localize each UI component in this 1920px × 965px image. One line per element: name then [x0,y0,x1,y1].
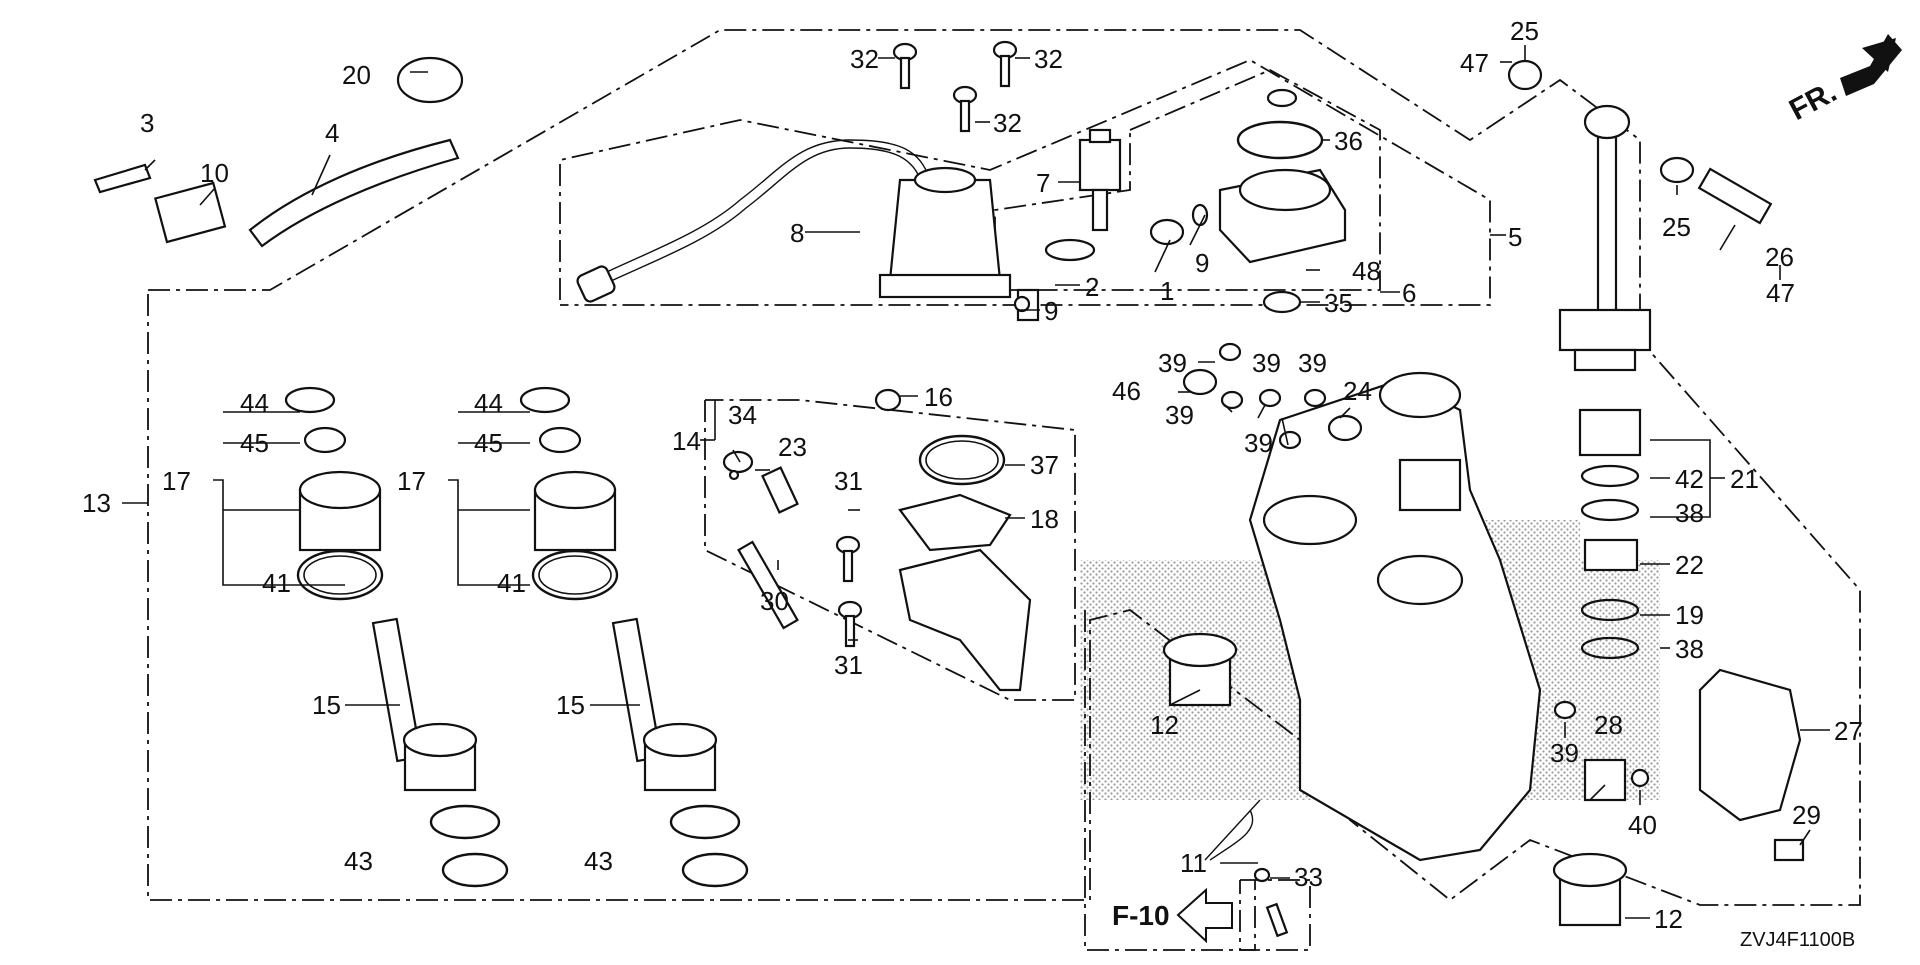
callout-8: 8 [790,218,804,248]
callout-16: 16 [924,382,953,412]
callout-7: 7 [1036,168,1050,198]
callout-15-right: 15 [556,690,585,720]
callout-21: 21 [1730,464,1759,494]
manifold-part [898,434,1032,692]
callout-43-right: 43 [584,846,613,876]
callout-45-right: 45 [474,428,503,458]
callout-47-right: 47 [1766,278,1795,308]
leader-lines [122,45,1830,919]
callout-30: 30 [760,586,789,616]
callout-44-left: 44 [240,388,269,418]
small-parts [93,40,1805,938]
wire-harness-part [576,139,1012,303]
assembly-boundaries [147,29,1861,951]
callout-33: 33 [1294,862,1323,892]
callout-39-a: 39 [1158,348,1187,378]
callout-45-left: 45 [240,428,269,458]
callout-12-top: 12 [1150,710,1179,740]
callout-31-bottom: 31 [834,650,863,680]
callout-47-top: 47 [1460,48,1489,78]
callout-39-c: 39 [1298,348,1327,378]
callout-27: 27 [1834,716,1863,746]
callout-6: 6 [1402,278,1416,308]
callout-20: 20 [342,60,371,90]
callout-38-lower: 38 [1675,634,1704,664]
callout-35: 35 [1324,288,1353,318]
callout-17-right: 17 [397,466,426,496]
callout-34: 34 [728,400,757,430]
diagram-code: ZVJ4F1100B [1740,929,1855,951]
callout-26: 26 [1765,242,1794,272]
callout-31-top: 31 [834,466,863,496]
callout-40: 40 [1628,810,1657,840]
callout-43-left: 43 [344,846,373,876]
callout-42: 42 [1675,464,1704,494]
callout-32-middle: 32 [993,108,1022,138]
callout-19: 19 [1675,600,1704,630]
callout-4: 4 [325,118,339,148]
callout-39-b: 39 [1252,348,1281,378]
callout-22: 22 [1675,550,1704,580]
callout-18: 18 [1030,504,1059,534]
callout-48: 48 [1352,256,1381,286]
callout-10: 10 [200,158,229,188]
cylinder-assembly-right [519,386,749,888]
direction-label: FR. [1784,75,1842,127]
reference-label: F-10 [1112,900,1170,931]
callout-labels: 1 2 3 4 5 6 7 8 9 9 10 11 12 12 13 14 15… [82,16,1863,934]
callout-39-d: 39 [1165,400,1194,430]
callout-17-left: 17 [162,466,191,496]
callout-14: 14 [672,426,701,456]
callout-11: 11 [1180,848,1207,878]
fitting-parts [1162,632,1628,927]
callout-24: 24 [1343,376,1372,406]
callout-41-right: 41 [497,568,526,598]
cover-part [1698,668,1802,822]
callout-15-left: 15 [312,690,341,720]
callout-25-right: 25 [1662,212,1691,242]
callout-46: 46 [1112,376,1141,406]
reference-arrow [1176,887,1233,944]
callout-25-top: 25 [1510,16,1539,46]
frame-casting-part [1248,371,1542,862]
valve-part [1078,128,1122,232]
pump-body-part [1218,88,1347,314]
direction-arrow [1840,34,1902,96]
callout-41-left: 41 [262,568,291,598]
cylinder-assembly-left [284,386,509,888]
callout-13: 13 [82,488,111,518]
callout-23: 23 [778,432,807,462]
callout-32-left: 32 [850,44,879,74]
callout-9-left: 9 [1044,296,1058,326]
callout-5: 5 [1508,222,1522,252]
callout-39-e: 39 [1244,428,1273,458]
callout-1: 1 [1160,276,1174,306]
callout-32-right: 32 [1034,44,1063,74]
callout-28: 28 [1594,710,1623,740]
trim-rod-part [1558,104,1652,660]
callout-12-bottom: 12 [1654,904,1683,934]
callout-29: 29 [1792,800,1821,830]
callout-3: 3 [140,108,154,138]
callout-36: 36 [1334,126,1363,156]
callout-38-upper: 38 [1675,498,1704,528]
callout-39-f: 39 [1550,738,1579,768]
callout-2: 2 [1085,272,1099,302]
callout-9-right: 9 [1195,248,1209,278]
callout-37: 37 [1030,450,1059,480]
callout-44-right: 44 [474,388,503,418]
